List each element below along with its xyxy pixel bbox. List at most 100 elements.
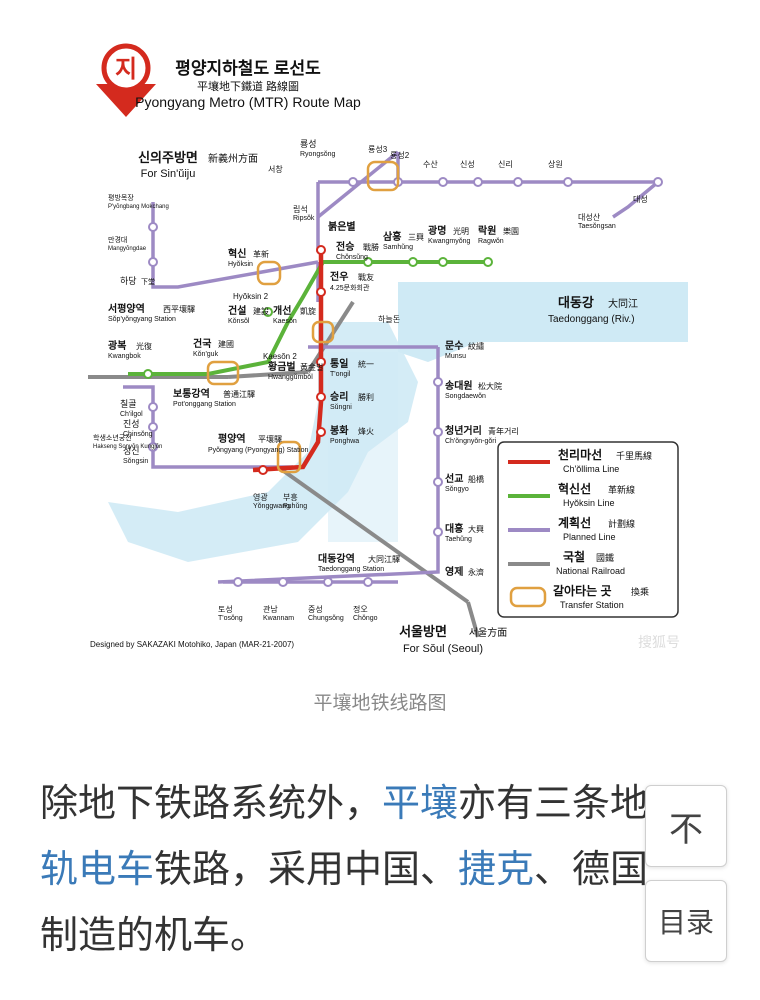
st-taesong2-en: Taesŏngsan	[578, 223, 616, 230]
st-chongo: 정오	[353, 604, 368, 614]
st-potonggang-han: 普通江驛	[223, 389, 255, 399]
para-text: 制造的机车。	[40, 913, 269, 957]
st-kaeson-han: 凱旋	[300, 306, 316, 316]
svg-text:국철: 국철	[563, 549, 585, 564]
st-songsin: 성신	[123, 446, 140, 456]
svg-text:計劃線: 計劃線	[608, 518, 635, 529]
st-munsu: 문수	[445, 340, 463, 352]
st-songyo-han: 船橋	[468, 474, 484, 484]
st-konsol-han: 建設	[253, 306, 269, 316]
article-paragraph: 除地下铁路系统外，平壤亦有三条地 轨电车铁路，采用中国、捷克、德国 制造的机车。	[40, 770, 730, 968]
st-kaeson-en: Kaesŏn	[273, 318, 297, 325]
transfer-markers	[206, 160, 400, 474]
st-sopyongyang-en: Sŏp'yŏngyang Station	[108, 316, 176, 323]
dir-north-han: 新義州方面	[208, 152, 258, 165]
st-konsol-en: Kŏnsŏl	[228, 318, 250, 325]
st-chonsung-han: 戰勝	[363, 242, 379, 252]
st-tosong: 토성	[218, 605, 233, 614]
st-ragwon: 락원	[478, 224, 496, 237]
st-chilgol-en: Ch'ilgol	[120, 411, 143, 418]
st-hadang-han: 下堂	[141, 277, 155, 286]
st-hakseng: 학생소년궁전	[93, 433, 132, 442]
dir-south-ko: 서울방면	[399, 624, 447, 639]
st-ponghwa-han: 烽火	[358, 426, 374, 436]
station-dots	[148, 177, 663, 587]
table-of-contents-button[interactable]: 目录	[645, 880, 727, 962]
st-ripsok: 립석	[293, 204, 308, 214]
st-mangyong: 만경대	[108, 235, 127, 244]
para-text: 除地下铁路系统外，	[40, 781, 383, 825]
para-text: 、德国	[534, 847, 649, 891]
st-taehung: 대흥	[445, 522, 463, 535]
st-hadang: 하당	[120, 276, 137, 286]
svg-text:Hyŏksin Line: Hyŏksin Line	[563, 498, 615, 508]
st-kwangmyong-en: Kwangmyŏng	[428, 238, 471, 245]
svg-text:혁신선: 혁신선	[558, 481, 591, 496]
st-tongil-han: 統一	[358, 359, 374, 369]
st-jonu: 전우	[330, 270, 348, 283]
svg-text:換乘: 換乘	[631, 586, 649, 597]
para-text: 铁路，采用中国、	[154, 847, 459, 891]
watermark: 搜狐号	[638, 634, 680, 650]
st-sopyongyang-han: 西平壤驛	[163, 304, 195, 314]
map-credit: Designed by SAKAZAKI Motohiko, Japan (MA…	[90, 640, 294, 649]
st-konguk-en: Kŏn'guk	[193, 351, 219, 358]
link-tram[interactable]: 轨电车	[40, 847, 155, 891]
link-czech[interactable]: 捷克	[458, 847, 535, 891]
chollima-line	[252, 250, 324, 473]
st-chungsong-en: Chungsŏng	[308, 615, 344, 622]
route-map-image[interactable]: 지 평양지하철도 로선도 平壤地下鐵道 路線圖 Pyongyang Metro …	[68, 22, 688, 672]
st-ragwon-han: 樂園	[503, 226, 519, 236]
st-kwangmyong: 광명	[428, 224, 446, 237]
st-potonggang: 보통강역	[173, 387, 210, 400]
st-kwangmyong-han: 光明	[453, 226, 469, 236]
st-chongnyon: 청년거리	[445, 424, 482, 437]
st-chilgol: 칠골	[120, 399, 137, 409]
st-hwanggumbol-han: 黃金벌	[300, 362, 323, 372]
map-title-ko: 평양지하철도 로선도	[175, 59, 321, 78]
st-chonsung: 전승	[336, 240, 354, 253]
link-pyongyang[interactable]: 平壤	[382, 781, 459, 825]
st-hakseng-en: Hakseng Sonyŏn Kungjŏn	[93, 444, 162, 450]
st-puhung-en: Puhŭng	[283, 503, 307, 510]
svg-text:國鐵: 國鐵	[596, 552, 614, 563]
river-label-ko: 대동강	[558, 295, 594, 310]
st-chonsung-en: Chŏnsŭng	[336, 254, 368, 261]
st-jonu-han: 戰友	[358, 272, 374, 282]
st-sopyongyang: 서평양역	[108, 302, 145, 315]
st-chongnyon-han: 青年거리	[488, 426, 519, 436]
st-ponghwa-en: Ponghwa	[330, 438, 359, 445]
st-taedonggang-en: Taedonggang Station	[318, 566, 384, 573]
st-songyo-en: Sŏngyo	[445, 486, 469, 493]
st-pyongyang: 평양역	[218, 432, 246, 445]
st-munsu-en: Munsu	[445, 353, 466, 360]
st-chongnyon-en: Ch'ŏngnyŏn-gŏri	[445, 438, 497, 445]
st-chongo-en: Chŏngo	[353, 615, 378, 622]
st-yonggwang-en: Yŏnggwang	[253, 503, 290, 510]
hyoksin-dots	[143, 257, 493, 379]
st-sinsong: 신성	[460, 160, 475, 169]
svg-text:千里馬線: 千里馬線	[616, 450, 652, 461]
st-taesong2: 대성산	[578, 212, 601, 222]
back-to-top-button[interactable]: 不	[645, 785, 727, 867]
st-ryongsong-en: Ryongsŏng	[300, 151, 336, 158]
st-samhung: 삼흥	[383, 230, 401, 243]
svg-text:천리마선: 천리마선	[558, 447, 602, 462]
st-susan: 수산	[423, 159, 438, 169]
dir-north-ko: 신의주방면	[138, 150, 198, 165]
st-taesong: 대성	[633, 195, 648, 204]
st-taehung-en: Taehŭng	[445, 536, 472, 543]
st-kwannam-en: Kwannam	[263, 615, 294, 622]
st-pyongbang-en: P'yŏngbang Mokchang	[108, 204, 169, 210]
st-yongje: 영제	[445, 565, 463, 578]
st-ryongsong2: 룡성2	[390, 151, 410, 160]
st-hyoksin-en: Hyŏksin	[228, 261, 253, 268]
svg-text:계획선: 계획선	[558, 515, 591, 530]
st-chinsong-en: Chinsŏng	[123, 431, 153, 438]
st-kwangbok-en: Kwangbok	[108, 353, 141, 360]
st-tongil: 통일	[330, 357, 348, 370]
st-taedonggang-han: 大同江驛	[368, 554, 400, 564]
st-mangyong-en: Mangyŏngdae	[108, 246, 147, 252]
st-munsu-han: 紋繡	[468, 341, 484, 351]
river-label-en: Taedonggang (Riv.)	[548, 314, 635, 325]
